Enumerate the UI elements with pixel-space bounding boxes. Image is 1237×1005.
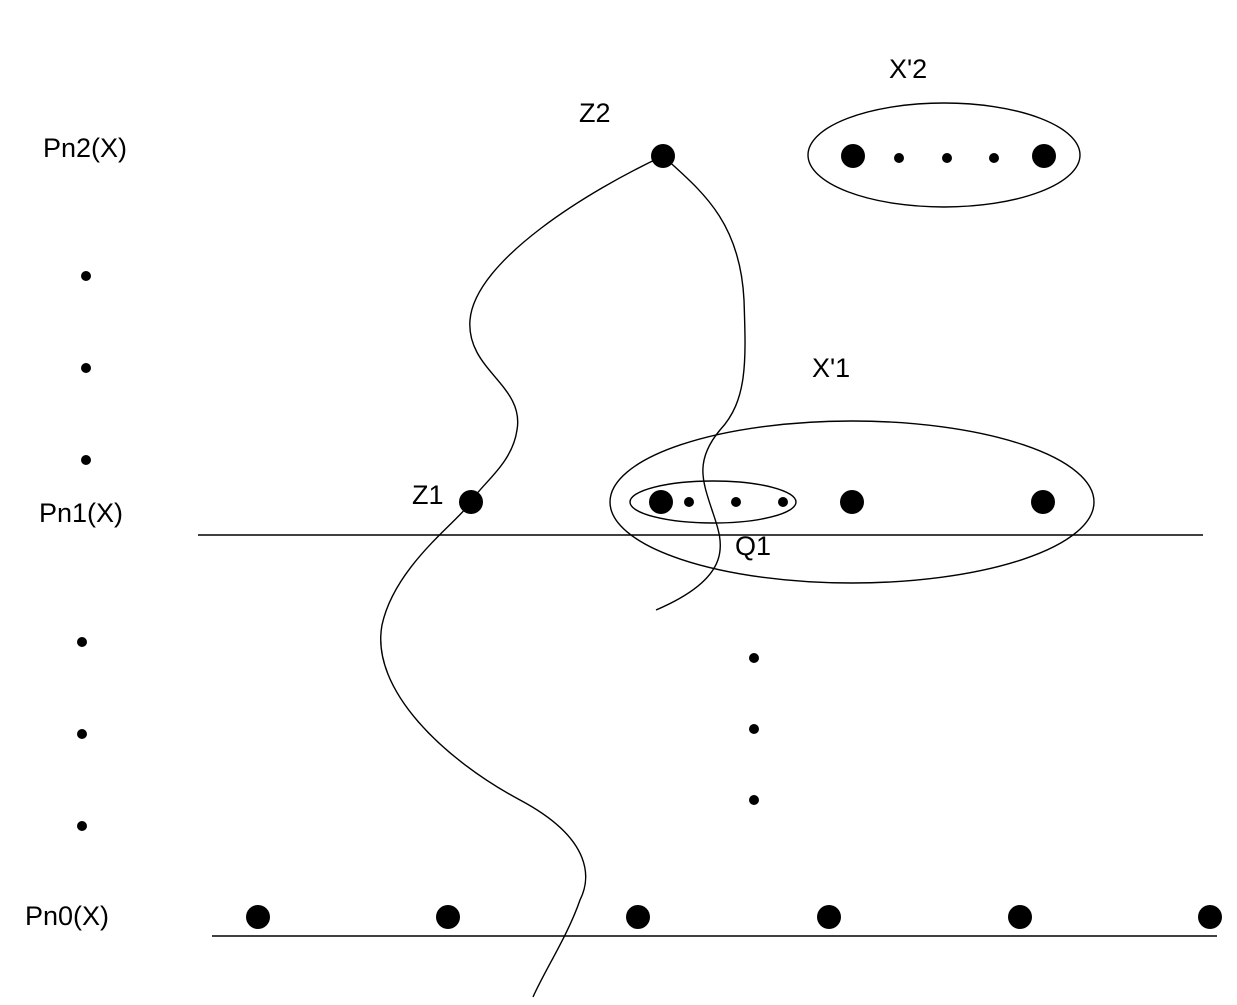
curve-z2-z1-bottom: [380, 155, 664, 998]
pn0-point: [817, 905, 841, 929]
ellipse-x2-prime: [807, 102, 1081, 208]
label-pn2: Pn2(X): [43, 133, 127, 163]
ellipsis-dot: [81, 455, 91, 465]
ellipsis-dot: [749, 795, 759, 805]
q1-dot: [731, 497, 741, 507]
label-x1-prime: X'1: [812, 353, 850, 383]
x2-prime-point: [841, 144, 865, 168]
curve-z2-right: [655, 155, 746, 611]
label-z2: Z2: [579, 98, 611, 128]
pn0-point: [1008, 905, 1032, 929]
pn0-point: [436, 905, 460, 929]
ellipse-x1-prime: [609, 420, 1095, 584]
q1-point: [649, 490, 673, 514]
x1-prime-point: [840, 490, 864, 514]
x2-prime-dot: [942, 153, 952, 163]
x2-prime-dot: [894, 153, 904, 163]
x2-prime-dot: [989, 153, 999, 163]
pn0-point: [1198, 905, 1222, 929]
ellipsis-dot: [77, 729, 87, 739]
x1-prime-point: [1031, 490, 1055, 514]
x2-prime-point: [1032, 144, 1056, 168]
ellipsis-dot: [81, 363, 91, 373]
ellipsis-dot: [749, 724, 759, 734]
ellipsis-dot: [749, 653, 759, 663]
ellipsis-dot: [81, 271, 91, 281]
ellipsis-dot: [77, 637, 87, 647]
ellipse-q1: [629, 480, 797, 524]
q1-dot: [684, 497, 694, 507]
pn0-point: [246, 905, 270, 929]
label-pn0: Pn0(X): [25, 901, 109, 931]
ellipsis-dot: [77, 821, 87, 831]
label-x2-prime: X'2: [889, 54, 927, 84]
label-pn1: Pn1(X): [39, 498, 123, 528]
pn0-point: [626, 905, 650, 929]
label-z1: Z1: [412, 480, 444, 510]
q1-dot: [778, 497, 788, 507]
label-q1: Q1: [735, 531, 771, 561]
